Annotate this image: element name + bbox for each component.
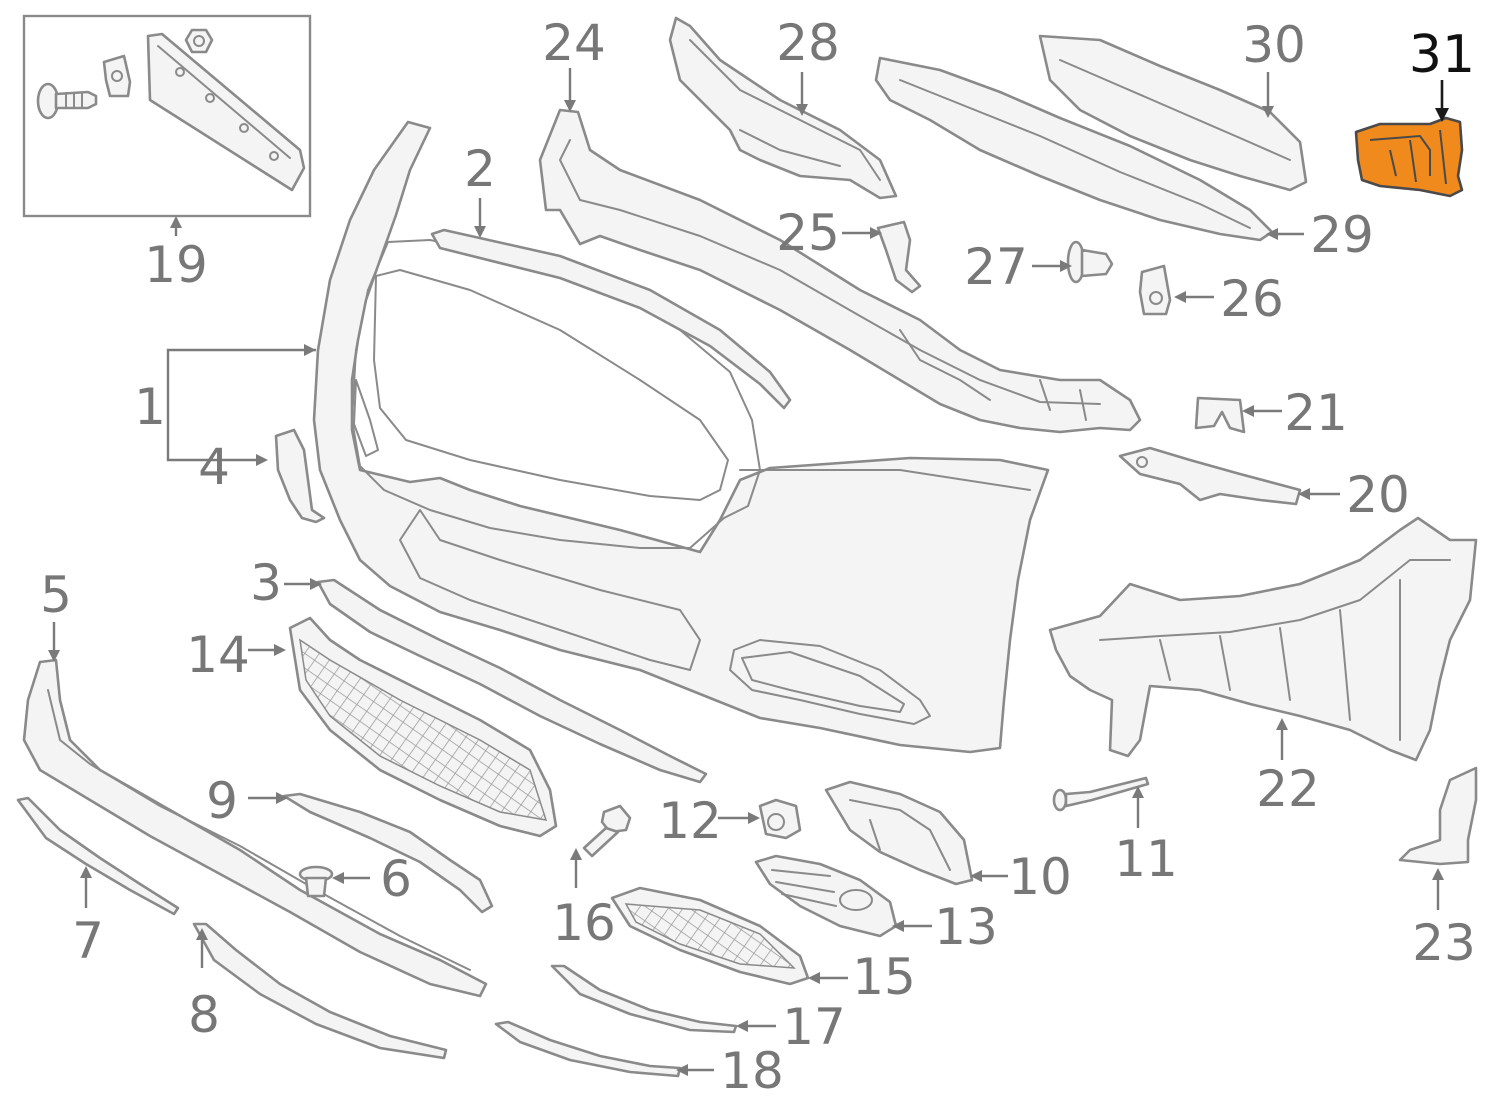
callout-16: 16 [552,894,616,952]
callout-7: 7 [72,912,104,970]
part-21-clip [1194,396,1246,434]
part-29-absorber [874,56,1274,242]
callout-2: 2 [464,140,496,198]
callout-18: 18 [720,1042,784,1099]
part-13-fog-bezel [754,854,898,938]
callout-5: 5 [40,566,72,624]
part-19-hardware [36,28,306,192]
part-1-bumper-cover [312,120,1050,754]
part-16-screw [582,804,632,858]
leader-31-arrowhead [1435,108,1449,122]
part-10-fog-bracket [824,780,974,886]
part-28-bracket [668,16,898,200]
callout-8: 8 [188,986,220,1044]
callout-6: 6 [380,850,412,908]
part-12-parking-sensor [758,798,802,840]
callout-24: 24 [542,14,606,72]
part-31-bracket-highlighted [1354,116,1464,198]
leader-1-4 [166,348,316,462]
callout-1: 1 [134,378,166,436]
callout-15: 15 [852,948,916,1006]
part-25-clip [876,220,922,294]
callout-20: 20 [1346,466,1410,524]
callout-31: 31 [1409,25,1475,85]
callout-4: 4 [198,438,230,496]
part-24-upper-support [538,108,1142,434]
part-14-mesh-grille [288,616,558,838]
callout-29: 29 [1310,206,1374,264]
callout-26: 26 [1220,270,1284,328]
inset-box-19 [22,14,312,218]
callout-11: 11 [1114,830,1178,888]
part-4-cover-cap [274,428,326,524]
callout-9: 9 [206,772,238,830]
callout-12: 12 [658,792,722,850]
part-7-trim-strip [16,796,180,916]
part-22-side-support [1048,516,1478,762]
part-27-push-pin [1066,240,1114,284]
part-18-trim [494,1020,682,1078]
callout-22: 22 [1256,760,1320,818]
part-15-lower-grille [610,886,810,986]
callout-21: 21 [1284,384,1348,442]
callout-30: 30 [1242,16,1306,74]
part-11-rivet [1052,776,1150,812]
part-2-upper-trim [430,228,792,410]
callout-25: 25 [776,204,840,262]
callout-28: 28 [776,14,840,72]
callout-27: 27 [964,238,1028,296]
callout-23: 23 [1412,914,1476,972]
part-26-nut-clip [1138,264,1172,316]
callout-19: 19 [144,236,208,294]
part-5-lower-spoiler [22,658,488,998]
callout-17: 17 [782,998,846,1056]
part-17-trim [550,964,738,1034]
part-9-trim-strip [282,792,494,914]
part-3-lower-strip [316,578,708,784]
part-8-trim-strip [192,922,448,1060]
part-20-guide [1118,446,1302,506]
part-30-absorber-upper [1038,34,1308,192]
part-23-bracket [1398,766,1478,866]
leader-arrowheads [48,100,1444,1076]
callout-10: 10 [1008,848,1072,906]
callout-3: 3 [250,554,282,612]
callout-14: 14 [186,626,250,684]
callout-13: 13 [934,898,998,956]
part-6-push-clip [298,865,334,898]
